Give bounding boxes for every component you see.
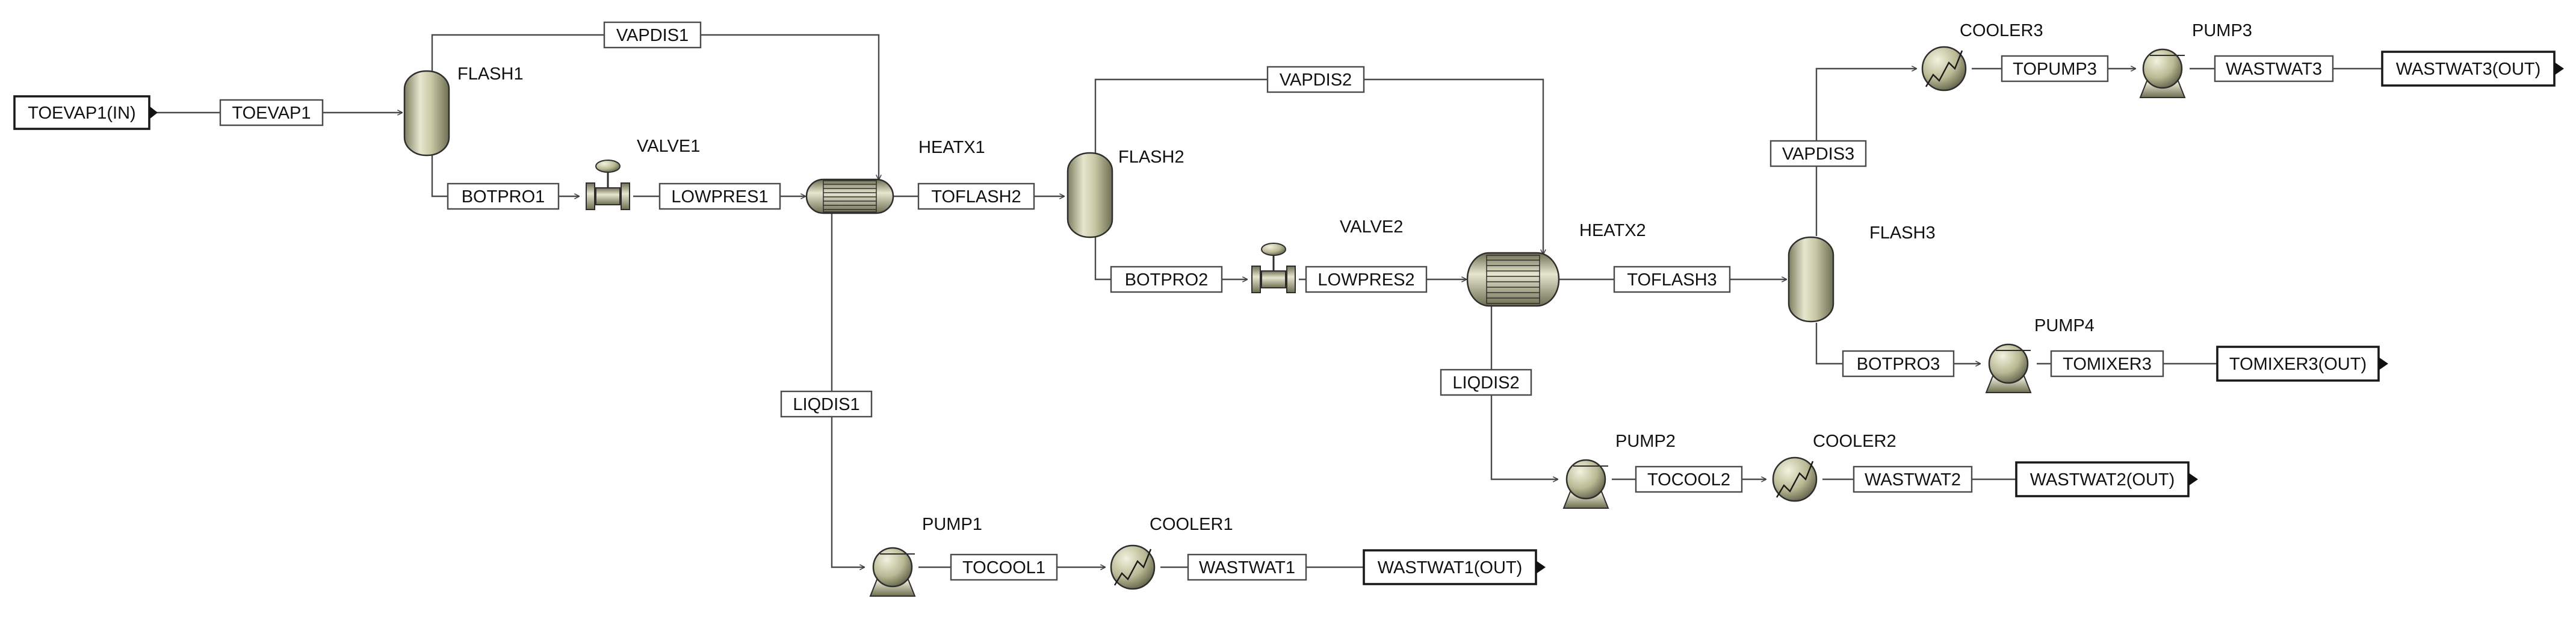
heatx1-exchanger[interactable] — [805, 178, 894, 214]
stream-tocool1[interactable]: TOCOOL1 — [950, 553, 1058, 581]
label-cooler2: COOLER2 — [1813, 432, 1896, 451]
svg-text:BOTPRO1: BOTPRO1 — [462, 187, 545, 207]
label-cooler3: COOLER3 — [1960, 21, 2043, 40]
stream-vapdis1[interactable]: VAPDIS1 — [603, 21, 702, 49]
cooler2[interactable] — [1772, 456, 1818, 502]
stream-toevap1[interactable]: TOEVAP1 — [219, 99, 324, 126]
svg-text:TOEVAP1(IN): TOEVAP1(IN) — [28, 104, 135, 123]
svg-text:TOCOOL1: TOCOOL1 — [962, 558, 1045, 577]
heatx2-exchanger[interactable] — [1466, 252, 1560, 307]
stream-botpro2[interactable]: BOTPRO2 — [1110, 266, 1223, 293]
pump4[interactable] — [1985, 343, 2032, 393]
flash2-vessel[interactable] — [1067, 152, 1113, 238]
stream-botpro1[interactable]: BOTPRO1 — [447, 182, 560, 210]
label-heatx2: HEATX2 — [1579, 221, 1646, 240]
stream-topump3[interactable]: TOPUMP3 — [2001, 55, 2109, 82]
stream-wastwat3[interactable]: WASTWAT3 — [2214, 55, 2334, 82]
label-valve2: VALVE2 — [1340, 217, 1403, 237]
valve2[interactable] — [1251, 243, 1296, 293]
label-flash1: FLASH1 — [457, 64, 524, 84]
svg-text:WASTWAT2(OUT): WASTWAT2(OUT) — [2030, 470, 2175, 490]
svg-text:TOCOOL2: TOCOOL2 — [1647, 470, 1730, 490]
svg-text:LIQDIS2: LIQDIS2 — [1452, 373, 1519, 393]
svg-text:WASTWAT1: WASTWAT1 — [1199, 558, 1295, 577]
svg-text:TOMIXER3(OUT): TOMIXER3(OUT) — [2229, 355, 2367, 374]
stream-wastwat1[interactable]: WASTWAT1 — [1187, 553, 1307, 581]
svg-text:WASTWAT3(OUT): WASTWAT3(OUT) — [2396, 60, 2541, 79]
terminal-tomixer3-out[interactable]: TOMIXER3(OUT) — [2216, 346, 2388, 382]
svg-text:VAPDIS2: VAPDIS2 — [1280, 70, 1352, 90]
line-vapdis3 — [1815, 69, 1916, 236]
stream-toflash3[interactable]: TOFLASH3 — [1613, 266, 1731, 293]
svg-text:WASTWAT1(OUT): WASTWAT1(OUT) — [1378, 558, 1523, 577]
stream-lowpres2[interactable]: LOWPRES2 — [1305, 266, 1428, 293]
label-pump2: PUMP2 — [1615, 432, 1676, 451]
svg-text:BOTPRO2: BOTPRO2 — [1125, 270, 1209, 290]
stream-tomixer3[interactable]: TOMIXER3 — [2050, 350, 2164, 378]
flash3-vessel[interactable] — [1788, 236, 1834, 323]
terminal-feed-in[interactable]: TOEVAP1(IN) — [13, 95, 158, 130]
pump2[interactable] — [1562, 459, 1609, 509]
label-flash3: FLASH3 — [1869, 223, 1936, 243]
terminal-wastwat1-out[interactable]: WASTWAT1(OUT) — [1363, 549, 1546, 585]
terminal-wastwat3-out[interactable]: WASTWAT3(OUT) — [2381, 51, 2564, 87]
line-vapdis1 — [431, 34, 879, 179]
stream-wastwat2[interactable]: WASTWAT2 — [1853, 465, 1973, 493]
stream-lowpres1[interactable]: LOWPRES1 — [658, 182, 781, 210]
label-pump3: PUMP3 — [2192, 21, 2252, 40]
svg-text:WASTWAT3: WASTWAT3 — [2226, 60, 2322, 79]
stream-liqdis1[interactable]: LIQDIS1 — [780, 390, 873, 418]
label-valve1: VALVE1 — [637, 137, 700, 156]
stream-toflash2[interactable]: TOFLASH2 — [917, 182, 1035, 210]
line-liqdis1 — [831, 212, 864, 567]
label-flash2: FLASH2 — [1118, 148, 1184, 167]
svg-text:BOTPRO3: BOTPRO3 — [1857, 355, 1940, 374]
svg-text:LIQDIS1: LIQDIS1 — [793, 395, 859, 414]
valve1[interactable] — [586, 160, 630, 210]
terminals: TOEVAP1(IN) WASTWAT1(OUT) WASTWAT2(OUT) … — [13, 51, 2564, 585]
equipment — [403, 46, 2186, 597]
cooler3[interactable] — [1921, 46, 1967, 92]
svg-text:VAPDIS1: VAPDIS1 — [616, 26, 689, 45]
pump1[interactable] — [869, 547, 916, 597]
svg-text:TOPUMP3: TOPUMP3 — [2013, 60, 2097, 79]
svg-text:LOWPRES2: LOWPRES2 — [1317, 270, 1414, 290]
label-cooler1: COOLER1 — [1150, 515, 1233, 534]
stream-vapdis2[interactable]: VAPDIS2 — [1266, 66, 1365, 93]
svg-text:VAPDIS3: VAPDIS3 — [1782, 145, 1854, 164]
line-vapdis2 — [1094, 78, 1543, 254]
svg-text:TOMIXER3: TOMIXER3 — [2063, 355, 2152, 374]
svg-text:WASTWAT2: WASTWAT2 — [1865, 470, 1961, 490]
terminal-wastwat2-out[interactable]: WASTWAT2(OUT) — [2015, 461, 2198, 497]
label-heatx1: HEATX1 — [918, 138, 985, 157]
block-labels: FLASH1 VALVE1 HEATX1 FLASH2 VALVE2 HEATX… — [457, 21, 2252, 534]
stream-tocool2[interactable]: TOCOOL2 — [1635, 465, 1743, 493]
stream-labels: TOEVAP1 VAPDIS1 BOTPRO1 LOWPRES1 TOFLASH… — [219, 21, 2334, 581]
pump3[interactable] — [2139, 48, 2186, 98]
label-pump4: PUMP4 — [2034, 316, 2095, 335]
cooler1[interactable] — [1110, 544, 1156, 590]
label-pump1: PUMP1 — [922, 515, 982, 534]
stream-botpro3[interactable]: BOTPRO3 — [1842, 350, 1955, 378]
svg-text:TOFLASH3: TOFLASH3 — [1627, 270, 1717, 290]
svg-text:TOEVAP1: TOEVAP1 — [232, 104, 311, 123]
svg-text:LOWPRES1: LOWPRES1 — [671, 187, 768, 207]
flash1-vessel[interactable] — [403, 70, 450, 157]
svg-text:TOFLASH2: TOFLASH2 — [931, 187, 1021, 207]
stream-liqdis2[interactable]: LIQDIS2 — [1440, 369, 1532, 396]
stream-vapdis3[interactable]: VAPDIS3 — [1769, 140, 1867, 167]
line-liqdis2 — [1490, 305, 1558, 479]
